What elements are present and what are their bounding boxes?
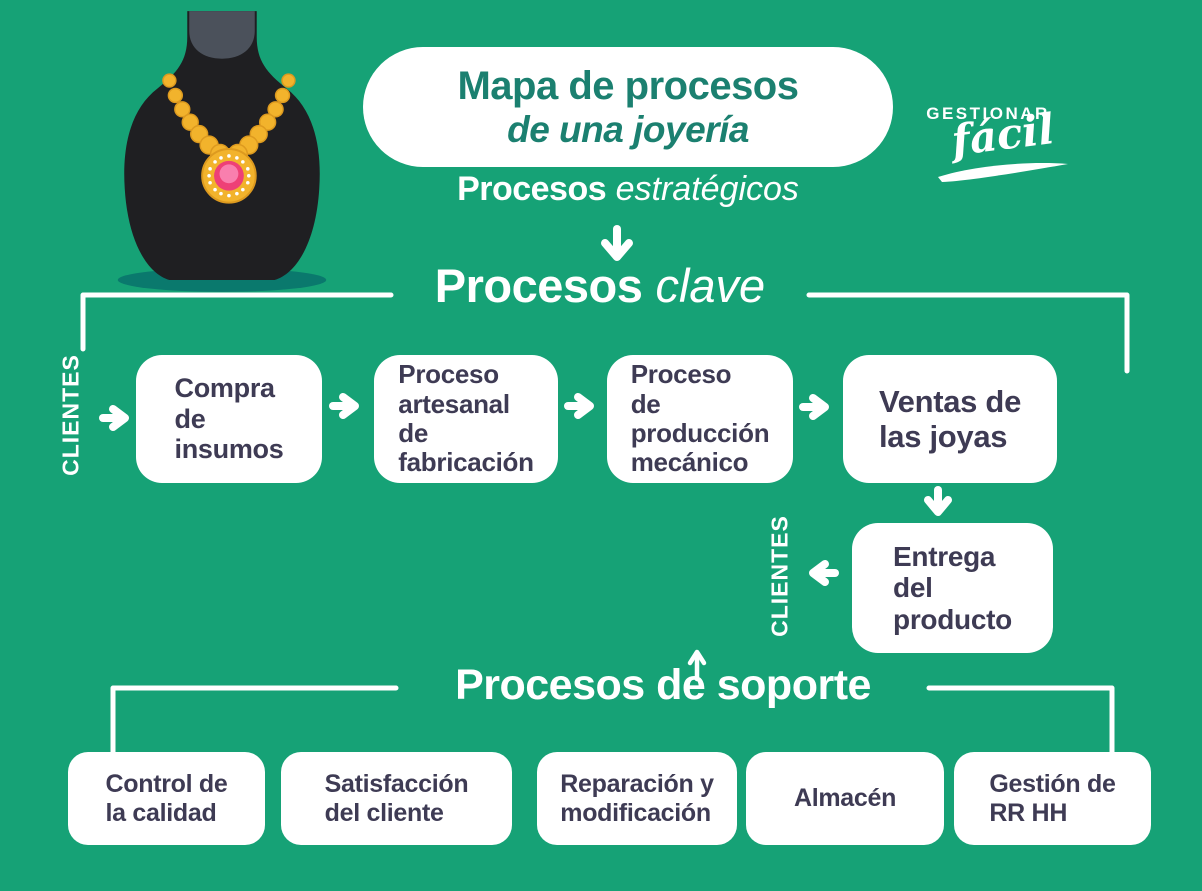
bust-neck [189,11,255,59]
support-box-label: Reparación y modificación [560,770,714,827]
support-processes-heading: Procesos de soporte [455,661,871,709]
page-title-line2: de una joyería [507,108,749,150]
support-box-reparacion-modificacion: Reparación y modificación [537,752,737,845]
process-box-proceso-artesanal: Proceso artesanal de fabricación [374,355,558,483]
key-heading-italic: clave [655,259,766,312]
process-box-label: Entrega del producto [893,540,1012,635]
process-box-label: Ventas de las joyas [878,383,1022,454]
key-heading-bold: Procesos [434,259,643,312]
support-box-satisfaccion-cliente: Satisfacción del cliente [281,752,512,845]
pendant [201,148,257,204]
strategic-processes-heading: Procesos estratégicos [328,170,928,209]
strategic-heading-bold: Procesos [457,170,607,208]
support-box-gestion-rrhh: Gestión de RR HH [954,752,1151,845]
support-box-label: Almacén [793,784,897,813]
arrow-right-2-icon [564,393,594,419]
support-bracket-left [110,685,399,759]
necklace-bust-illustration [117,11,327,292]
necklace-beads [162,73,296,165]
logo-swoosh-icon [938,163,1068,182]
logo-name: GESTIONAR [926,104,1050,123]
arrow-left-clientes-out-icon [809,560,839,586]
support-box-label: Control de la calidad [105,770,228,827]
arrow-right-clientes-in-icon [99,405,129,431]
process-box-label: Proceso de producción mecánico [630,359,770,478]
clientes-label-right: CLIENTES [766,515,793,637]
key-processes-heading: Procesos clave [300,258,900,313]
process-box-ventas-joyas: Ventas de las joyas [843,355,1057,483]
arrow-down-strategic-icon [601,225,633,261]
arrow-down-ventas-icon [924,486,952,516]
support-box-label: Satisfacción del cliente [324,770,469,827]
process-box-label: Proceso artesanal de fabricación [398,359,534,478]
process-box-label: Compra de insumos [174,373,284,465]
support-box-control-calidad: Control de la calidad [68,752,265,845]
strategic-heading-italic: estratégicos [615,170,799,208]
process-box-produccion-mecanico: Proceso de producción mecánico [607,355,793,483]
title-pill: Mapa de procesos de una joyería [363,47,893,167]
arrow-right-1-icon [329,393,359,419]
clientes-label-left: CLIENTES [57,354,84,476]
gestionar-facil-logo: GESTIONAR fácil [898,104,1078,184]
process-box-entrega-producto: Entrega del producto [852,523,1053,653]
page-title-line1: Mapa de procesos [457,63,799,108]
process-box-compra-insumos: Compra de insumos [136,355,322,483]
support-box-label: Gestión de RR HH [989,770,1116,827]
support-box-almacen: Almacén [746,752,944,845]
arrow-right-3-icon [799,394,829,420]
